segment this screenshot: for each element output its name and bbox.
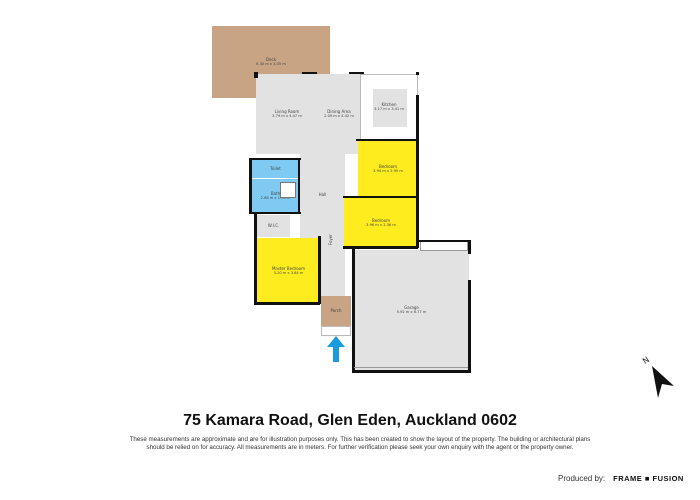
page-title: 75 Kamara Road, Glen Eden, Auckland 0602 [183, 412, 517, 429]
room-kitchen: Kitchen 3.17 m x 3.41 m [360, 74, 418, 140]
disclaimer-text: These measurements are approximate and a… [129, 436, 591, 452]
room-dims: 3.79 m x 4.47 m [272, 114, 302, 119]
room-dims: 5.92 m x 6.77 m [396, 310, 427, 315]
wall [416, 95, 419, 248]
room-dining: Dining Area 2.09 m x 4.42 m [318, 74, 360, 154]
north-arrow-icon [652, 366, 674, 398]
room-label: Deck [265, 57, 277, 63]
wall [249, 158, 252, 214]
porch-steps [321, 326, 351, 336]
room-label: Toilet [270, 166, 281, 172]
room-label: Bedroom [371, 218, 391, 224]
credit: Produced by: FRAME ■ FUSION [558, 474, 684, 483]
room-bath: Bath 2.68 m x 1.76 m [251, 179, 300, 213]
room-bedroom-1: Bedroom 3.94 m x 2.99 m [358, 141, 418, 196]
room-label: Garage [404, 305, 419, 311]
laundry-bench [420, 241, 468, 251]
wall [249, 212, 301, 214]
room-label: Kitchen [381, 102, 397, 108]
wall [356, 139, 418, 141]
wall [249, 158, 301, 160]
wall [354, 367, 468, 368]
wall [418, 240, 471, 242]
room-garage: Garage 5.92 m x 6.77 m [354, 250, 469, 370]
wall [343, 246, 418, 249]
wall [254, 302, 320, 305]
brand-logo: FRAME ■ FUSION [613, 474, 684, 483]
wall [352, 370, 471, 373]
wall [352, 248, 355, 372]
room-master-bedroom: Master Bedroom 3.20 m x 3.84 m [257, 238, 320, 303]
wall [254, 72, 258, 78]
wall [468, 240, 471, 254]
wall [302, 72, 317, 74]
wall [349, 72, 364, 74]
room-label: Dining Area [327, 109, 351, 115]
wall [343, 196, 418, 198]
wall [254, 214, 257, 304]
room-porch: Porch [321, 296, 351, 326]
room-living: Living Room 3.79 m x 4.47 m [256, 74, 318, 154]
room-dims: 3.17 m x 3.41 m [374, 107, 404, 112]
wall [416, 72, 419, 75]
room-wic: W.I.C. [257, 215, 290, 237]
wall [298, 158, 300, 214]
room-label: Living Room [274, 109, 300, 115]
wall [318, 236, 321, 304]
room-dims: 2.68 m x 1.76 m [260, 196, 291, 201]
room-label: Bedroom [378, 163, 398, 169]
room-toilet: Toilet [251, 160, 300, 178]
arrow-up-icon [327, 336, 345, 362]
wall [468, 280, 471, 373]
room-bedroom-2: Bedroom 3.96 m x 2.36 m [344, 198, 418, 248]
room-dims: 6.30 m x 3.05 m [256, 62, 286, 67]
room-dims: 2.09 m x 4.42 m [324, 114, 354, 119]
room-dims: 3.96 m x 2.36 m [366, 223, 396, 228]
credit-label: Produced by: [558, 474, 606, 483]
room-dims: 3.94 m x 2.99 m [373, 168, 403, 173]
room-label: Porch [330, 308, 342, 314]
room-label: W.I.C. [267, 223, 280, 229]
room-foyer: Foyer [326, 230, 336, 250]
room-label: Bath [270, 191, 281, 197]
room-label: Master Bedroom [271, 265, 306, 271]
room-dims: 3.20 m x 3.84 m [273, 270, 304, 275]
room-label: Foyer [328, 234, 334, 246]
room-label: Hall [318, 192, 327, 197]
